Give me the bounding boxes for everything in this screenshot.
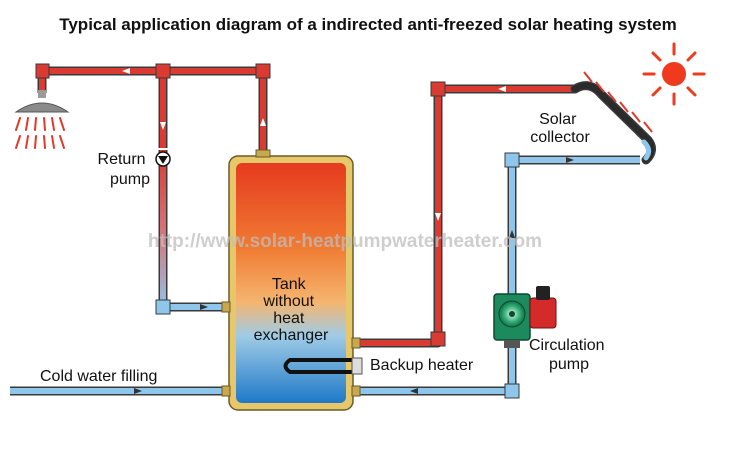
sun-icon xyxy=(642,42,706,106)
cold-water-filling-label: Cold water filling xyxy=(40,368,157,385)
circulation-pump-label: Circulation pump xyxy=(529,337,609,373)
diagram-title: Typical application diagram of a indirec… xyxy=(59,15,677,34)
tank-label: Tank without heat exchanger xyxy=(254,276,329,344)
shower-head-icon xyxy=(14,90,70,149)
solar-collector xyxy=(570,81,656,165)
solar-collector-label: Solar collector xyxy=(530,111,590,146)
backup-heater-label: Backup heater xyxy=(370,357,474,374)
storage-tank xyxy=(221,149,361,411)
circulation-pump-icon xyxy=(493,286,557,348)
watermark: http://www.solar-heatpumpwaterheater.com xyxy=(148,231,542,252)
sunlight-rays xyxy=(583,71,653,133)
return-pump-label: Return pump xyxy=(98,151,151,188)
flow-arrow-icon xyxy=(122,68,506,221)
return-line-pipe xyxy=(158,150,168,310)
pipe-fittings xyxy=(35,63,446,347)
backup-heater-icon xyxy=(283,357,363,375)
return-pump-icon xyxy=(155,151,171,167)
